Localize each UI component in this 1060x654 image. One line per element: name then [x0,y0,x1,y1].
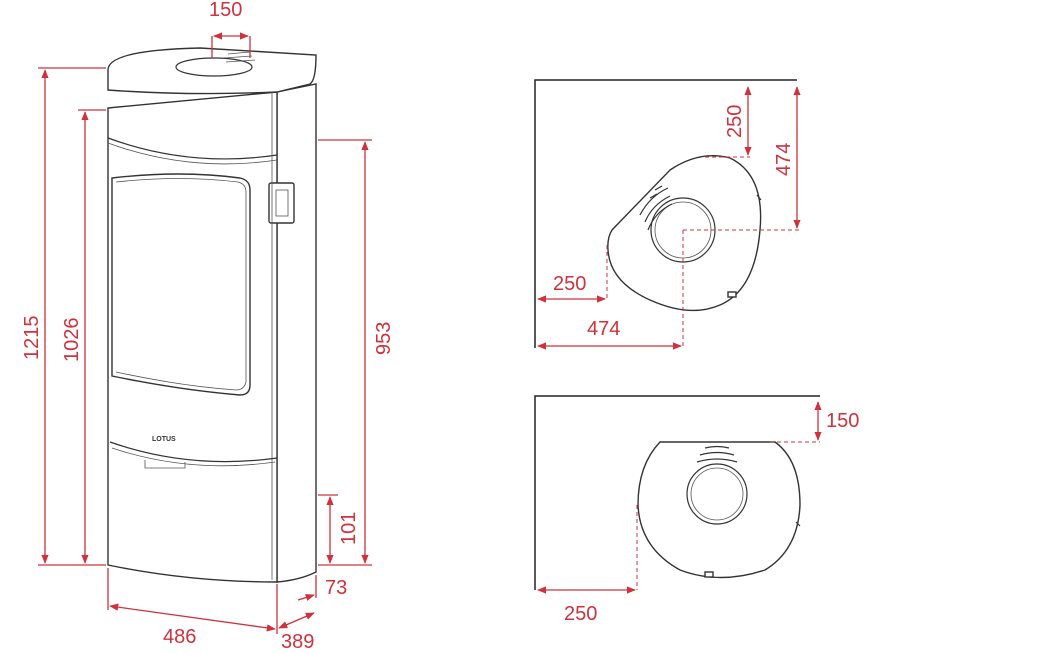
dim-bottom-offset: 101 [338,512,360,545]
dim-side-depth: 73 [325,577,347,599]
stove-outline-top [607,155,762,312]
door-glass [111,173,251,396]
dim-corner-flue-center-v: 474 [773,143,795,176]
wall-back-side [534,395,820,590]
flue-circle-2 [686,463,748,525]
flue-outlet [175,57,253,77]
stove-outline-top-2 [637,441,801,579]
dim-corner-wall-to-stove-h: 250 [553,273,586,295]
wall-plan-view: 150 250 [534,395,859,625]
corner-plan-view: 250 474 250 474 [534,79,801,350]
dim-total-height: 1215 [21,316,43,361]
wall-corner [534,79,797,348]
dim-depth: 389 [281,631,314,653]
front-view-dimensions: 150 1215 1026 953 101 73 486 389 [21,0,395,653]
dim-door-height: 1026 [61,318,83,363]
dim-flue-diameter: 150 [209,0,242,21]
brand-logo: LOTUS [152,436,176,443]
dim-corner-flue-center-h: 474 [587,318,620,340]
dim-width: 486 [163,626,196,648]
stove-side-panel [276,83,317,583]
dim-wall-back-clearance: 150 [826,410,859,432]
front-view: LOTUS [107,47,317,583]
door-handle[interactable] [268,182,295,224]
stove-top-cap [107,47,317,95]
dim-corner-wall-to-stove: 250 [724,105,746,138]
dim-wall-side-clearance: 250 [564,603,597,625]
dim-side-height: 953 [373,322,395,355]
